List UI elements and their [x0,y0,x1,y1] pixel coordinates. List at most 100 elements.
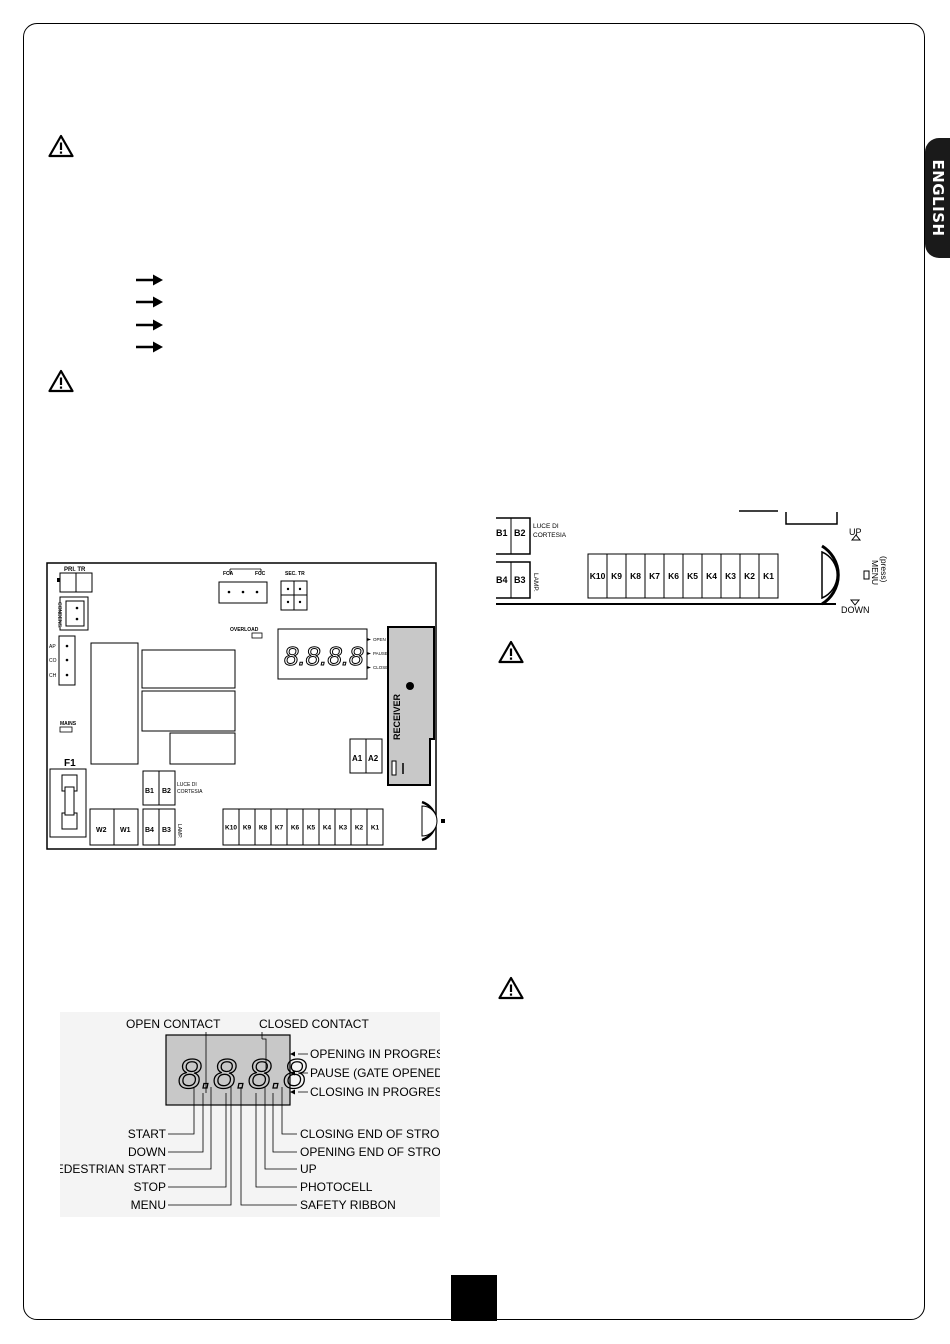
k-terminal-label: K6 [668,571,679,581]
co-label: CO [49,658,57,664]
closed-contact-label: CLOSED CONTACT [259,1017,369,1031]
warning-icon [498,640,524,664]
display-pause-label: PAUSE [373,651,388,656]
overload-label: OVERLOAD [230,627,259,633]
closing-in-progress-label: CLOSING IN PROGRESS [310,1085,440,1099]
zoom-lamp-label: LAMP. [532,573,539,592]
receiver-label: RECEIVER [392,693,402,740]
arrow-right-icon [136,341,163,353]
w2-label: W2 [96,827,107,834]
fcc-label: FCC [255,571,266,577]
k-terminal [366,808,384,846]
zoom-menu-label: MENU [870,560,880,585]
k-terminal-label: K9 [243,824,252,831]
k-terminal-label: K3 [339,824,348,831]
arrow-right-icon [136,296,163,308]
warning-icon [498,976,524,1000]
k-terminal-label: K4 [706,571,717,581]
k-terminal-label: K5 [687,571,698,581]
component-block [141,649,236,689]
w1-label: W1 [120,827,131,834]
warning-icon [48,134,74,158]
start-label: START [128,1127,167,1141]
ch-label: CH [49,673,57,679]
k-terminal-label: K4 [323,824,332,831]
pause-gate-opened-label: PAUSE (GATE OPENED) [310,1066,440,1080]
control-board-diagram: PRI. TR CONDENS. AP CO CH MAINS F1 FCA F… [46,562,445,850]
up-label: UP [300,1162,317,1176]
zoom-menu-knob [821,550,838,600]
arrow-right-icon [136,274,163,286]
condens-label: CONDENS. [56,602,62,628]
k-terminal-label: K8 [630,571,641,581]
ap-label: AP [49,644,56,650]
open-contact-label: OPEN CONTACT [126,1017,221,1031]
k-terminal-label: K3 [725,571,736,581]
k-terminal-label: K5 [307,824,316,831]
zoom-b1-label: B1 [496,528,508,538]
photocell-label: PHOTOCELL [300,1180,373,1194]
zoomed-board-diagram: B1 B2 LUCE DI CORTESIA B4 B3 LAMP. K10 K9… [496,510,889,615]
safety-ribbon-label: SAFETY RIBBON [300,1198,396,1212]
zoom-b3-label: B3 [514,575,526,585]
zoom-up-label: UP [849,527,862,537]
zoom-luce-di-label: LUCE DI [533,523,559,530]
closing-end-of-stroke-label: CLOSING END OF STROKE [300,1127,440,1141]
display-close-label: CLOSE [373,665,388,670]
k-terminal-label: K1 [763,571,774,581]
zoom-press-label: (press) [879,556,889,583]
menu-label: MENU [131,1198,166,1212]
opening-in-progress-label: OPENING IN PROGRESS [310,1047,440,1061]
svg-text:8.8.8.8: 8.8.8.8 [284,641,364,671]
k-terminal-label: K7 [649,571,660,581]
zoom-cortesia-label: CORTESIA [533,532,567,539]
pri-tr-label: PRI. TR [64,567,86,573]
language-tab-label: ENGLISH [928,159,947,237]
receiver-module [387,626,435,786]
zoom-b4-label: B4 [496,575,508,585]
display-panel [165,1034,291,1106]
language-tab: ENGLISH [925,138,950,258]
k-terminal-label: K1 [371,824,380,831]
k-terminal-label: K10 [225,824,237,831]
warning-icon [48,369,74,393]
a1-label: A1 [352,754,363,763]
k-terminal-strip: K10 K9 K8 K7 K6 K5 K4 K3 K2 K1 [222,808,384,846]
b1-label: B1 [145,788,154,795]
svg-text:8.8.8.8: 8.8.8.8 [178,1050,307,1097]
a2-label: A2 [368,754,379,763]
lamp-label: LAMP. [176,824,182,838]
zoom-b2-label: B2 [514,528,526,538]
k-terminal [758,553,779,599]
k-terminal-label: K9 [611,571,622,581]
opening-end-of-stroke-label: OPENING END OF STROKE [300,1145,440,1159]
k-terminal-label: K6 [291,824,300,831]
stop-label: STOP [134,1180,166,1194]
pedestrian-start-label: PEDESTRIAN START [60,1162,167,1176]
component-block [141,690,236,732]
b3-label: B3 [162,827,171,834]
board-display [277,628,368,680]
display-open-label: OPEN [373,637,386,642]
k-terminal-label: K10 [590,571,606,581]
component-block [169,732,236,765]
k-terminal-label: K8 [259,824,268,831]
down-label: DOWN [128,1145,166,1159]
mains-label: MAINS [60,721,77,727]
luce-di-label: LUCE DI [177,782,197,788]
cortesia-label: CORTESIA [177,789,203,795]
b4-label: B4 [145,827,154,834]
k-terminal-label: K7 [275,824,284,831]
sec-tr-label: SEC. TR [285,571,305,577]
zoom-k-terminal-strip: K10 K9 K8 K7 K6 K5 K4 K3 K2 K1 [587,553,779,599]
display-legend-diagram: 8.8.8.8 OPEN CONTACT CLOSED CONTACT OPEN… [60,1012,440,1217]
b2-label: B2 [162,788,171,795]
fuse-label: F1 [64,758,76,769]
arrow-right-icon [136,319,163,331]
k-terminal-label: K2 [744,571,755,581]
k-terminal-label: K2 [355,824,364,831]
zoom-down-label: DOWN [841,605,870,615]
component-block [90,642,139,765]
fca-label: FCA [223,571,234,577]
page-number-box [451,1275,497,1321]
